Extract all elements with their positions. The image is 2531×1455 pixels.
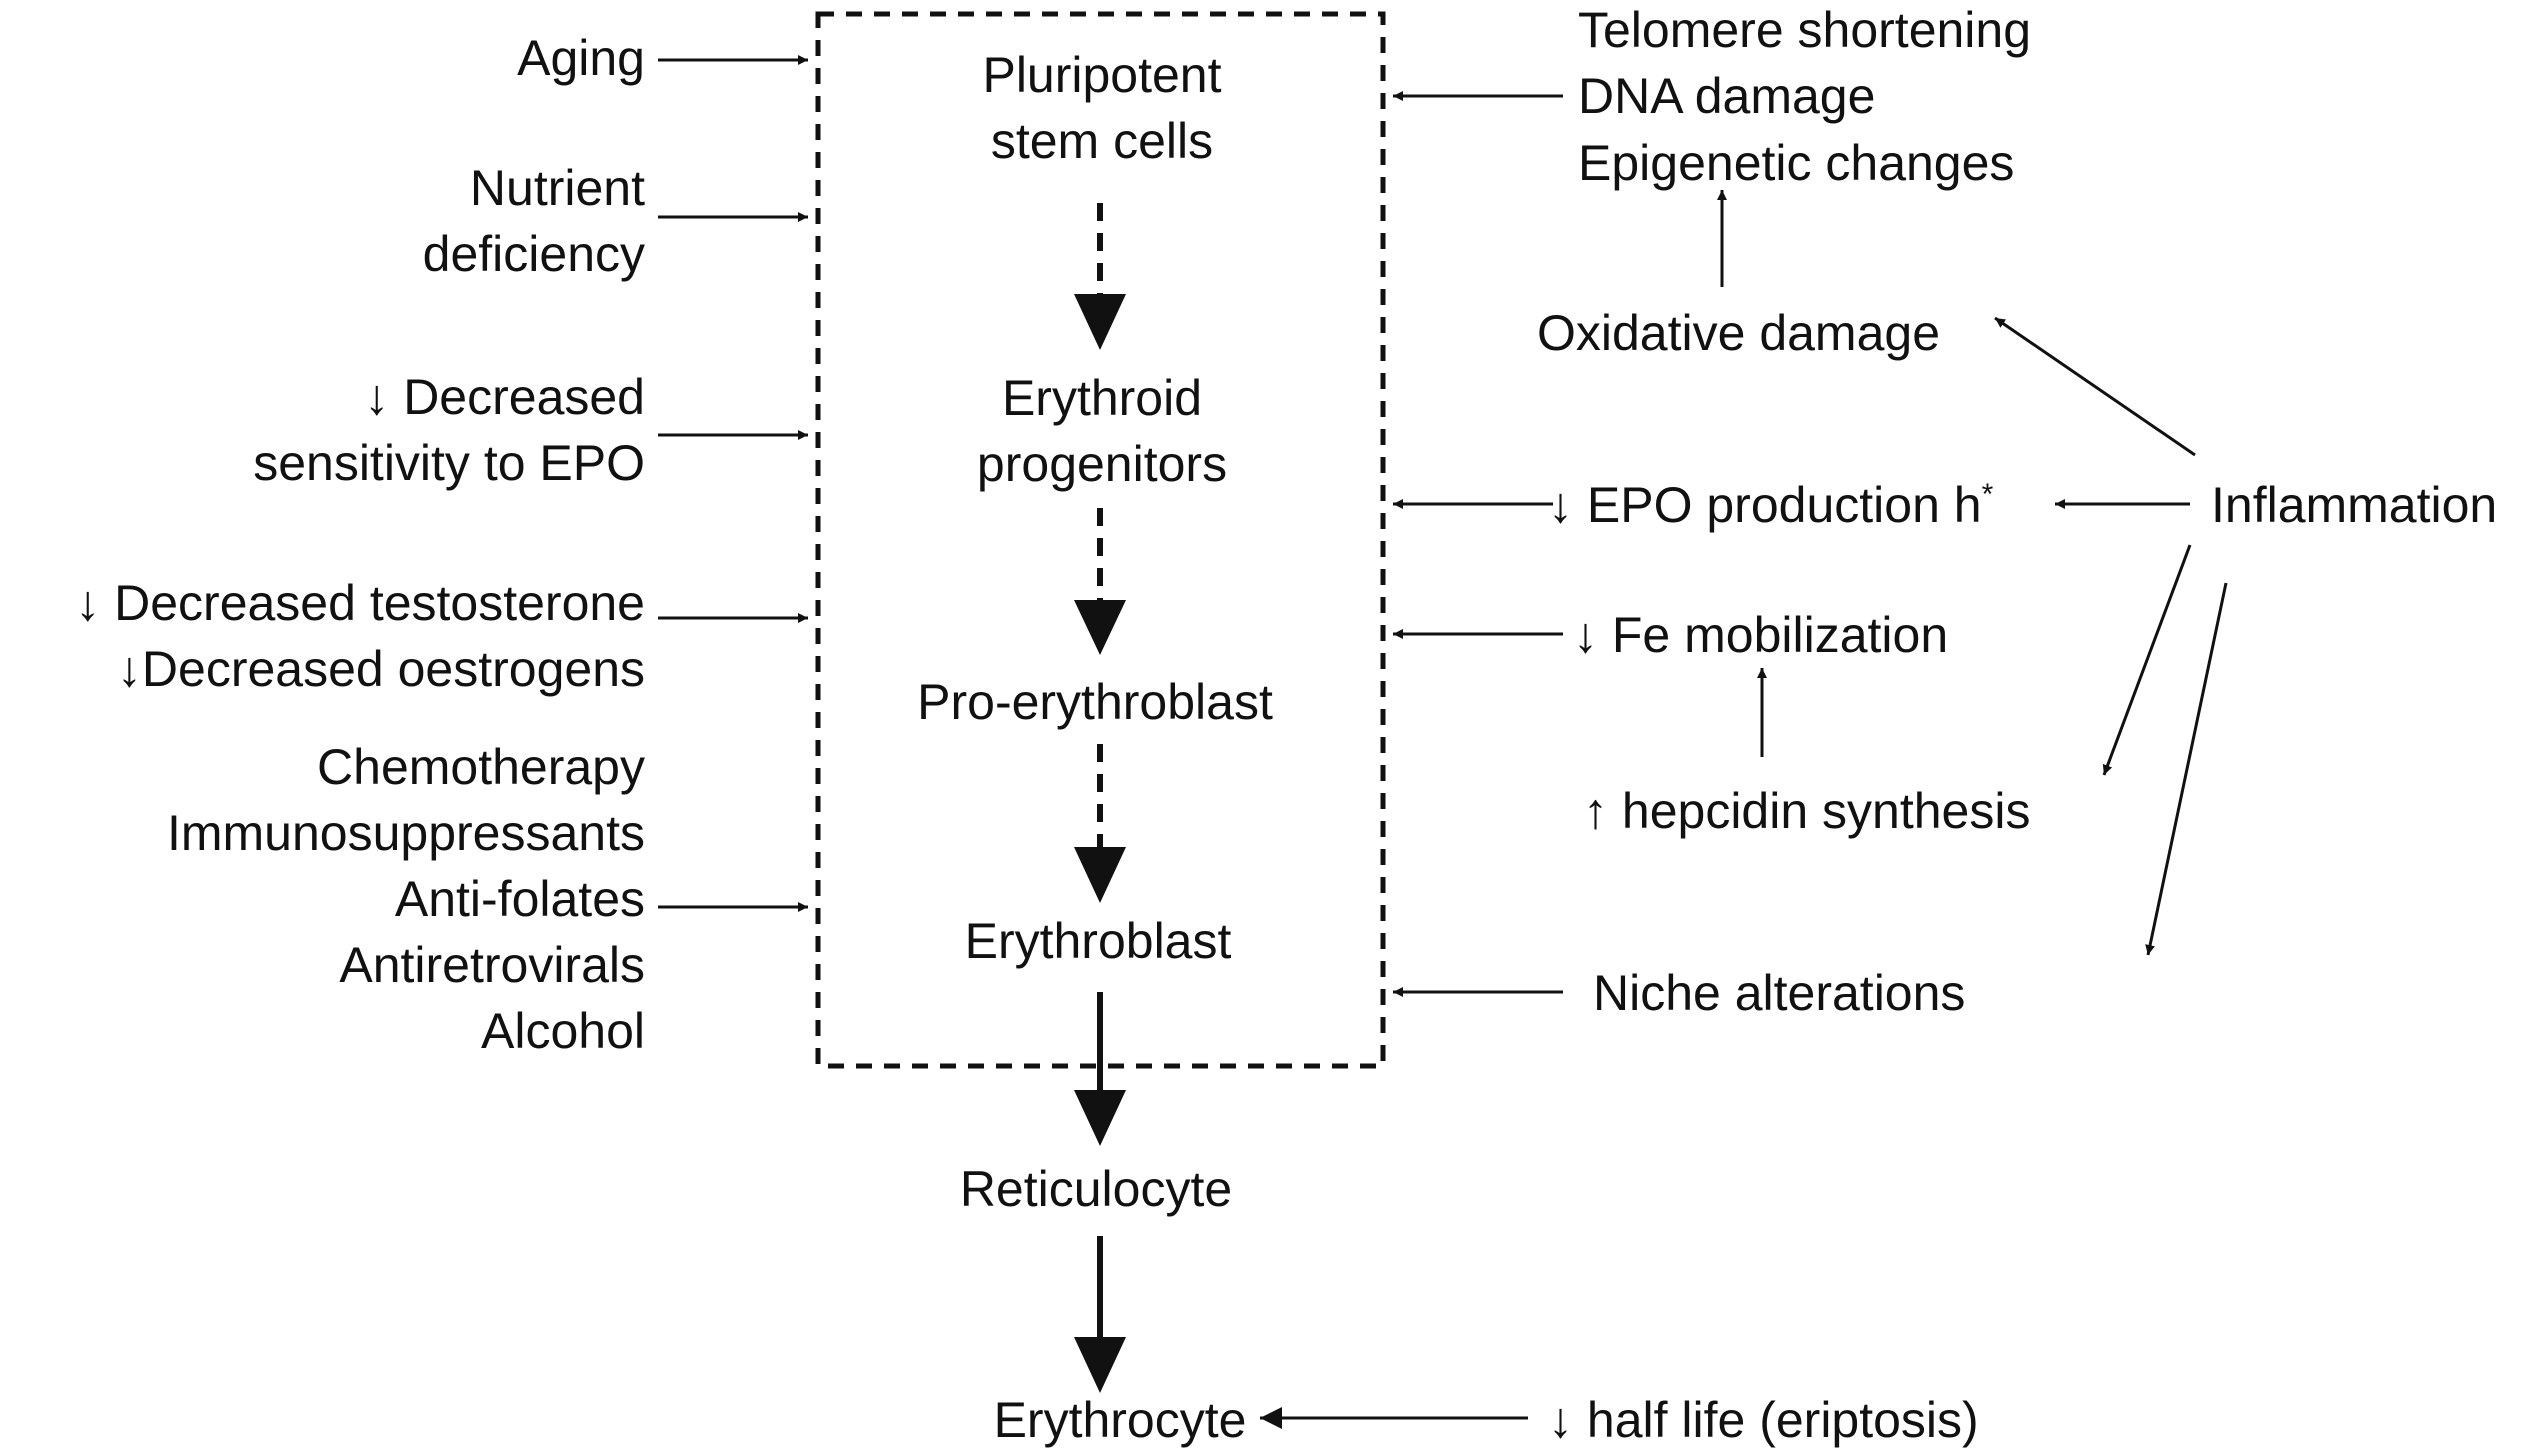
factor-drugs-item: Immunosuppressants bbox=[167, 805, 645, 861]
flow-arrowhead-progenitors-to-pro-erythroblast bbox=[1074, 600, 1126, 655]
factor-inflammation: Inflammation bbox=[2211, 477, 2497, 533]
stage-erythroid-progenitors-line2: progenitors bbox=[977, 436, 1227, 492]
stage-erythroid-progenitors-line1: Erythroid bbox=[1002, 370, 1202, 426]
factor-nutrient-line1: Nutrient bbox=[470, 160, 645, 216]
stage-erythroblast: Erythroblast bbox=[965, 913, 1232, 969]
factor-epo-production-asterisk: * bbox=[1982, 478, 1994, 511]
factor-aging: Aging bbox=[517, 30, 645, 86]
stage-reticulocyte: Reticulocyte bbox=[960, 1161, 1232, 1217]
arrow-inflammation-to-oxidative bbox=[1994, 316, 2196, 457]
flow-arrowhead-stem-to-progenitors bbox=[1074, 294, 1126, 350]
factor-dna-damage: DNA damage bbox=[1578, 68, 1875, 124]
factor-oxidative-damage: Oxidative damage bbox=[1537, 305, 1940, 361]
factor-drugs-item: Anti-folates bbox=[395, 871, 645, 927]
factor-epo-production: ↓ EPO production h* bbox=[1548, 477, 1994, 533]
factor-niche-alterations: Niche alterations bbox=[1593, 965, 1965, 1021]
factor-hepcidin-synthesis: ↑ hepcidin synthesis bbox=[1583, 783, 2030, 839]
factor-epigenetic-changes: Epigenetic changes bbox=[1578, 135, 2014, 191]
arrow-inflammation-to-half-life bbox=[2145, 582, 2228, 956]
stage-pro-erythroblast: Pro-erythroblast bbox=[917, 674, 1273, 730]
factor-hormones-line2: ↓Decreased oestrogens bbox=[117, 641, 645, 697]
factor-hormones-line1: ↓ Decreased testosterone bbox=[75, 575, 645, 631]
factor-epo-production-label: ↓ EPO production h bbox=[1548, 477, 1982, 533]
flow-arrowhead-erythroblast-to-reticulocyte bbox=[1074, 1090, 1126, 1146]
factor-half-life: ↓ half life (eriptosis) bbox=[1548, 1392, 1979, 1448]
factor-nutrient-line2: deficiency bbox=[423, 226, 645, 282]
factor-drugs-item: Chemotherapy bbox=[317, 739, 645, 795]
flow-arrowhead-pro-erythroblast-to-erythroblast bbox=[1074, 847, 1126, 903]
factor-drugs-item: Antiretrovirals bbox=[339, 937, 645, 993]
factor-epo-sensitivity-line1: ↓ Decreased bbox=[364, 369, 645, 425]
stage-erythrocyte: Erythrocyte bbox=[994, 1392, 1247, 1448]
factor-telomere-shortening: Telomere shortening bbox=[1578, 2, 2031, 58]
arrow-inflammation-to-hepcidin bbox=[2102, 544, 2192, 776]
stage-stem-cells-line1: Pluripotent bbox=[982, 47, 1221, 103]
marrow-dashed-box bbox=[815, 11, 1386, 1069]
flow-arrowhead-reticulocyte-to-erythrocyte bbox=[1074, 1337, 1126, 1393]
factor-drugs-item: Alcohol bbox=[481, 1003, 645, 1059]
stage-stem-cells-line2: stem cells bbox=[991, 113, 1213, 169]
factor-epo-sensitivity-line2: sensitivity to EPO bbox=[253, 435, 645, 491]
factor-fe-mobilization: ↓ Fe mobilization bbox=[1573, 607, 1948, 663]
